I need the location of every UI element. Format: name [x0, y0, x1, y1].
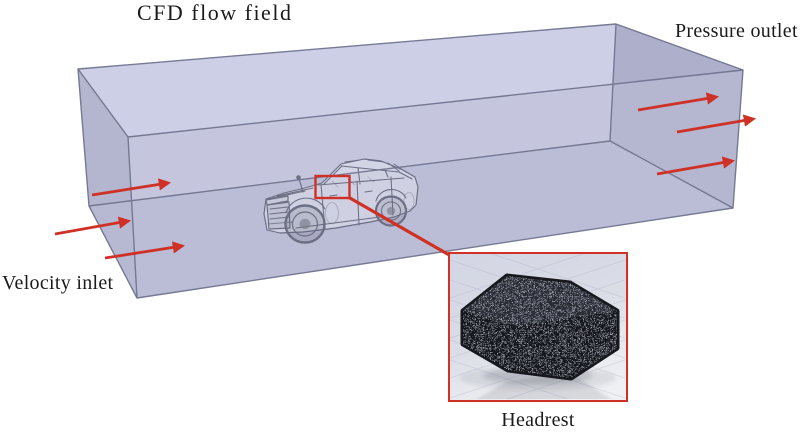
- car-mirror: [296, 175, 304, 193]
- outlet-right-arrow-icon: [656, 156, 736, 176]
- velocity-inlet-label: Velocity inlet: [2, 272, 114, 294]
- velocity-inlet-arrows: [54, 178, 186, 260]
- headrest-highlight-box: [314, 174, 351, 200]
- car-wheel-arches: [285, 189, 407, 214]
- box-top-face: [78, 24, 743, 137]
- headrest-callout-line: [348, 196, 452, 258]
- box-floor-face: [89, 141, 733, 298]
- inlet-right-arrow-icon: [104, 241, 186, 260]
- inset-caption: Headrest: [501, 409, 575, 431]
- pressure-outlet-arrows: [637, 92, 757, 176]
- headrest-inset: [448, 252, 628, 402]
- car-headlight: [265, 195, 289, 206]
- outlet-right-arrow-icon: [676, 114, 757, 134]
- box-outlet-face: [610, 24, 743, 208]
- car-front-wheel: [284, 204, 326, 244]
- inlet-right-arrow-icon: [54, 216, 132, 236]
- car-farside-wheels: [324, 191, 415, 225]
- headrest-mesh-block: [463, 276, 617, 378]
- headrest-inset-scene: [450, 254, 625, 399]
- flow-domain-box: [78, 24, 743, 298]
- outlet-right-arrow-icon: [637, 92, 720, 112]
- car-hood-lines: [267, 187, 381, 229]
- box-front-face: [128, 70, 743, 298]
- figure-title: CFD flow field: [137, 0, 293, 25]
- inlet-right-arrow-icon: [91, 178, 172, 197]
- pressure-outlet-label: Pressure outlet: [675, 20, 798, 42]
- box-edges: [77, 23, 744, 299]
